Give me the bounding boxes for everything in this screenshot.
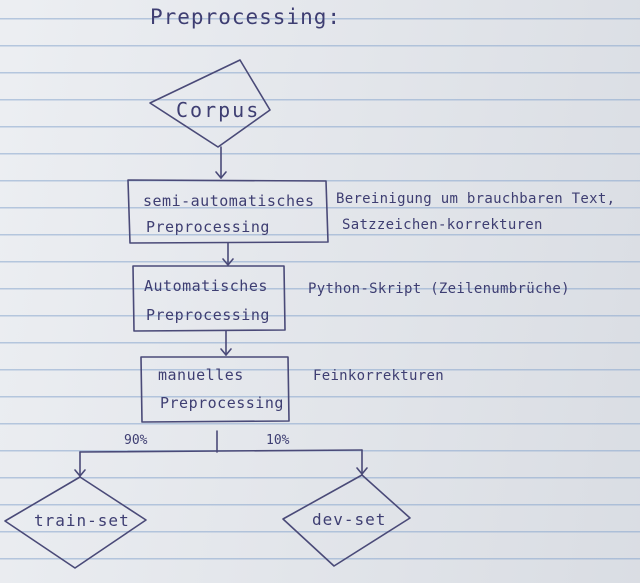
manual-step-box xyxy=(140,356,290,423)
semi-automatic-note-line2: Satzzeichen-korrekturen xyxy=(342,217,543,233)
semi-automatic-step-box xyxy=(127,179,329,244)
corpus-node xyxy=(149,59,271,148)
automatic-note: Python-Skript (Zeilenumbrüche) xyxy=(308,281,570,297)
corpus-label: Corpus xyxy=(176,98,260,122)
page-title: Preprocessing: xyxy=(150,5,341,29)
automatic-step-box xyxy=(132,265,286,332)
manual-note: Feinkorrekturen xyxy=(313,368,444,384)
arrowhead-3 xyxy=(220,348,232,356)
semi-automatic-step-line1: semi-automatisches xyxy=(143,192,315,210)
semi-automatic-step-line2: Preprocessing xyxy=(146,218,270,236)
manual-step-line1: manuelles xyxy=(158,366,244,384)
split-bar xyxy=(79,449,363,453)
dev-percent: 10% xyxy=(266,433,290,448)
arrowhead-train xyxy=(74,469,86,477)
dev-set-node xyxy=(282,474,411,567)
train-set-label: train-set xyxy=(34,511,130,530)
manual-step-line2: Preprocessing xyxy=(160,394,284,412)
train-set-node xyxy=(4,476,147,569)
arrowhead-2 xyxy=(222,258,234,266)
semi-automatic-note-line1: Bereinigung um brauchbaren Text, xyxy=(336,191,615,207)
arrowhead-dev xyxy=(356,467,368,475)
automatic-step-line2: Preprocessing xyxy=(146,306,270,324)
arrowhead-1 xyxy=(215,171,227,179)
train-percent: 90% xyxy=(124,433,148,448)
automatic-step-line1: Automatisches xyxy=(144,277,268,295)
dev-set-label: dev-set xyxy=(312,510,386,529)
